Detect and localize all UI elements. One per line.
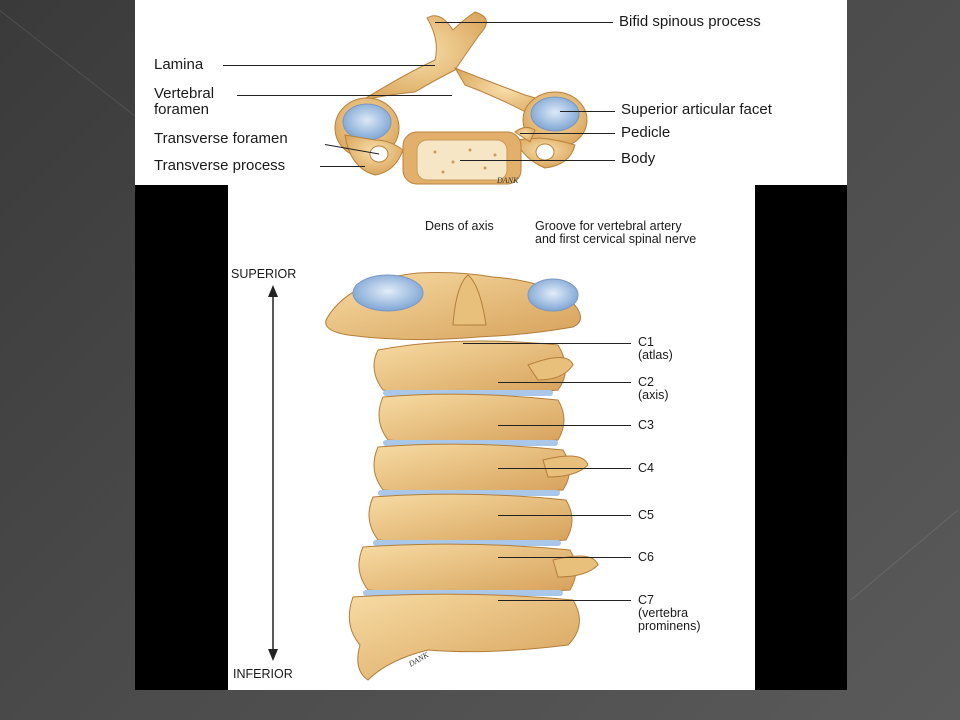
background-line	[850, 510, 958, 601]
leader-line-superior-facet	[560, 111, 615, 113]
trabecula-dot	[493, 153, 497, 157]
c2-transverse-process-shape	[527, 357, 574, 381]
leader-line-c5	[498, 515, 631, 517]
label-groove-vertebral-artery: Groove for vertebral artery and first ce…	[535, 219, 697, 247]
right-facet-shape	[530, 96, 580, 132]
bifid-spinous-process-shape	[349, 11, 487, 109]
leader-line-c1	[463, 343, 631, 345]
c6-transverse-process-shape	[552, 555, 599, 578]
c2-shape	[373, 340, 566, 396]
slide-frame: Bifid spinous process Lamina Vertebral f…	[135, 0, 847, 690]
leader-line-bifid	[435, 22, 613, 24]
artist-signature: DANK	[497, 176, 519, 185]
right-transverse-foramen-shape	[535, 143, 555, 161]
label-superior-articular-facet: Superior articular facet	[621, 101, 772, 118]
axial-vertebra-illustration	[334, 11, 588, 185]
direction-arrow-head-up	[268, 285, 278, 297]
leader-line-body	[460, 160, 615, 162]
label-c1-atlas: C1 (atlas)	[638, 335, 673, 363]
atlas-right-facet	[527, 278, 579, 312]
label-c2-axis: C2 (axis)	[638, 375, 669, 403]
label-c4: C4	[638, 461, 654, 475]
trabecula-dot	[441, 170, 445, 174]
label-superior: SUPERIOR	[231, 267, 297, 281]
leader-line-c4	[498, 468, 631, 470]
leader-line-vertebral-foramen	[237, 95, 452, 97]
label-transverse-process: Transverse process	[154, 157, 286, 174]
label-c3: C3	[638, 418, 654, 432]
cervical-spine-diagram: Dens of axis Groove for vertebral artery…	[228, 185, 755, 690]
trabecula-dot	[483, 166, 487, 170]
label-c6: C6	[638, 550, 654, 564]
c4-transverse-process-shape	[542, 455, 589, 478]
label-bifid-spinous-process: Bifid spinous process	[619, 13, 761, 30]
leader-line-c3	[498, 425, 631, 427]
leader-line-transverse-process	[320, 166, 365, 168]
label-vertebral-foramen: Vertebral foramen	[154, 85, 215, 118]
direction-arrow-head-down	[268, 649, 278, 661]
left-facet-shape	[342, 103, 392, 141]
label-c5: C5	[638, 508, 654, 522]
dens-shape	[452, 274, 487, 326]
label-dens-of-axis: Dens of axis	[425, 219, 494, 233]
atlas-left-facet	[352, 274, 424, 312]
label-lamina: Lamina	[154, 56, 204, 73]
label-pedicle: Pedicle	[621, 124, 671, 141]
leader-line-c2	[498, 382, 631, 384]
c6-shape	[358, 543, 577, 594]
leader-line-lamina	[223, 65, 435, 67]
c7-shape	[348, 593, 580, 681]
trabecula-dot	[468, 148, 472, 152]
label-inferior: INFERIOR	[233, 667, 293, 681]
c4-shape	[373, 443, 570, 494]
label-transverse-foramen: Transverse foramen	[154, 130, 288, 147]
vertebral-column-group	[348, 340, 580, 681]
c3-shape	[378, 393, 565, 444]
leader-line-pedicle	[520, 133, 615, 135]
label-body: Body	[621, 150, 656, 167]
c5-shape	[368, 493, 573, 544]
pedicle-right-shape	[514, 126, 536, 143]
label-c7-vertebra-prominens: C7 (vertebra prominens)	[638, 593, 701, 634]
leader-line-c7	[498, 600, 631, 602]
cervical-spine-illustration	[268, 272, 599, 681]
background-line	[0, 10, 150, 128]
trabecula-dot	[451, 160, 455, 164]
leader-line-c6	[498, 557, 631, 559]
trabecula-dot	[433, 150, 437, 154]
axial-vertebra-diagram: Bifid spinous process Lamina Vertebral f…	[135, 0, 847, 185]
